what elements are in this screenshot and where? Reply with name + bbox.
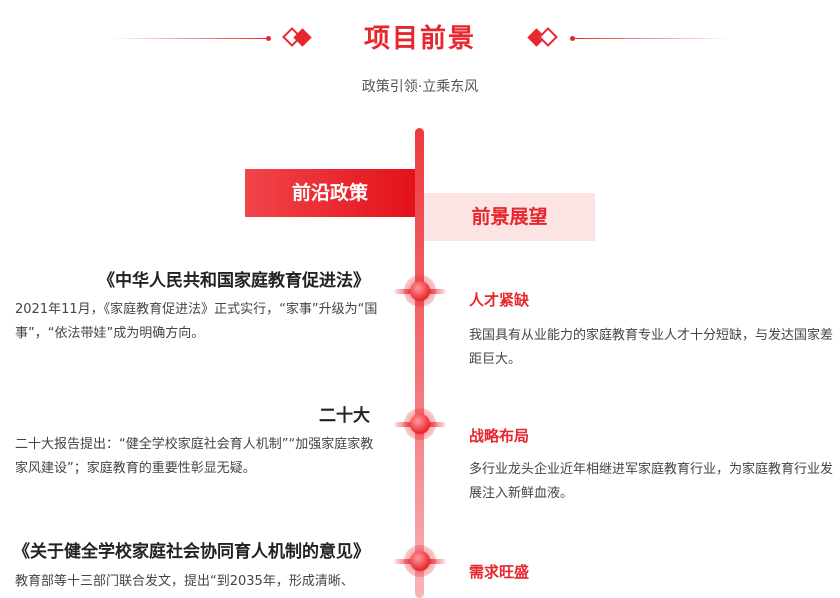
outlook-title-2: 战略布局 (469, 427, 530, 445)
page-title: 项目前景 (363, 24, 476, 54)
policy-desc-3: 教育部等十三部门联合发文，提出“到2035年，形成清晰、 (15, 574, 354, 589)
policy-desc-1: 2021年11月，《家庭教育促进法》正式实行，“家事”升级为“国事”，“依法带娃… (15, 302, 378, 341)
policy-title-2: 二十大 (319, 406, 370, 426)
policy-desc-2: 二十大报告提出：“健全学校家庭社会育人机制”“加强家庭家教家风建设”；家庭教育的… (15, 437, 374, 476)
timeline-node-2 (394, 408, 446, 440)
page-subtitle: 政策引领·立乘东风 (361, 79, 479, 95)
policy-tag: 前沿政策 (245, 169, 415, 217)
title-decor-dot-left (266, 36, 271, 41)
timeline-node-1 (394, 275, 446, 307)
policy-title-1: 《中华人民共和国家庭教育促进法》 (98, 271, 370, 291)
outlook-title-3: 需求旺盛 (469, 563, 530, 581)
outlook-desc-2: 多行业龙头企业近年相继进军家庭教育行业，为家庭教育行业发展注入新鲜血液。 (469, 462, 834, 501)
title-decor-line-left (110, 38, 270, 39)
outlook-tag: 前景展望 (424, 193, 595, 241)
timeline-node-3 (394, 545, 446, 577)
policy-title-3: 《关于健全学校家庭社会协同育人机制的意见》 (13, 542, 370, 562)
timeline-bar (415, 128, 424, 598)
title-decor-line-right (572, 38, 732, 39)
outlook-desc-1: 我国具有从业能力的家庭教育专业人才十分短缺，与发达国家差距巨大。 (469, 328, 834, 367)
outlook-title-1: 人才紧缺 (469, 291, 530, 309)
